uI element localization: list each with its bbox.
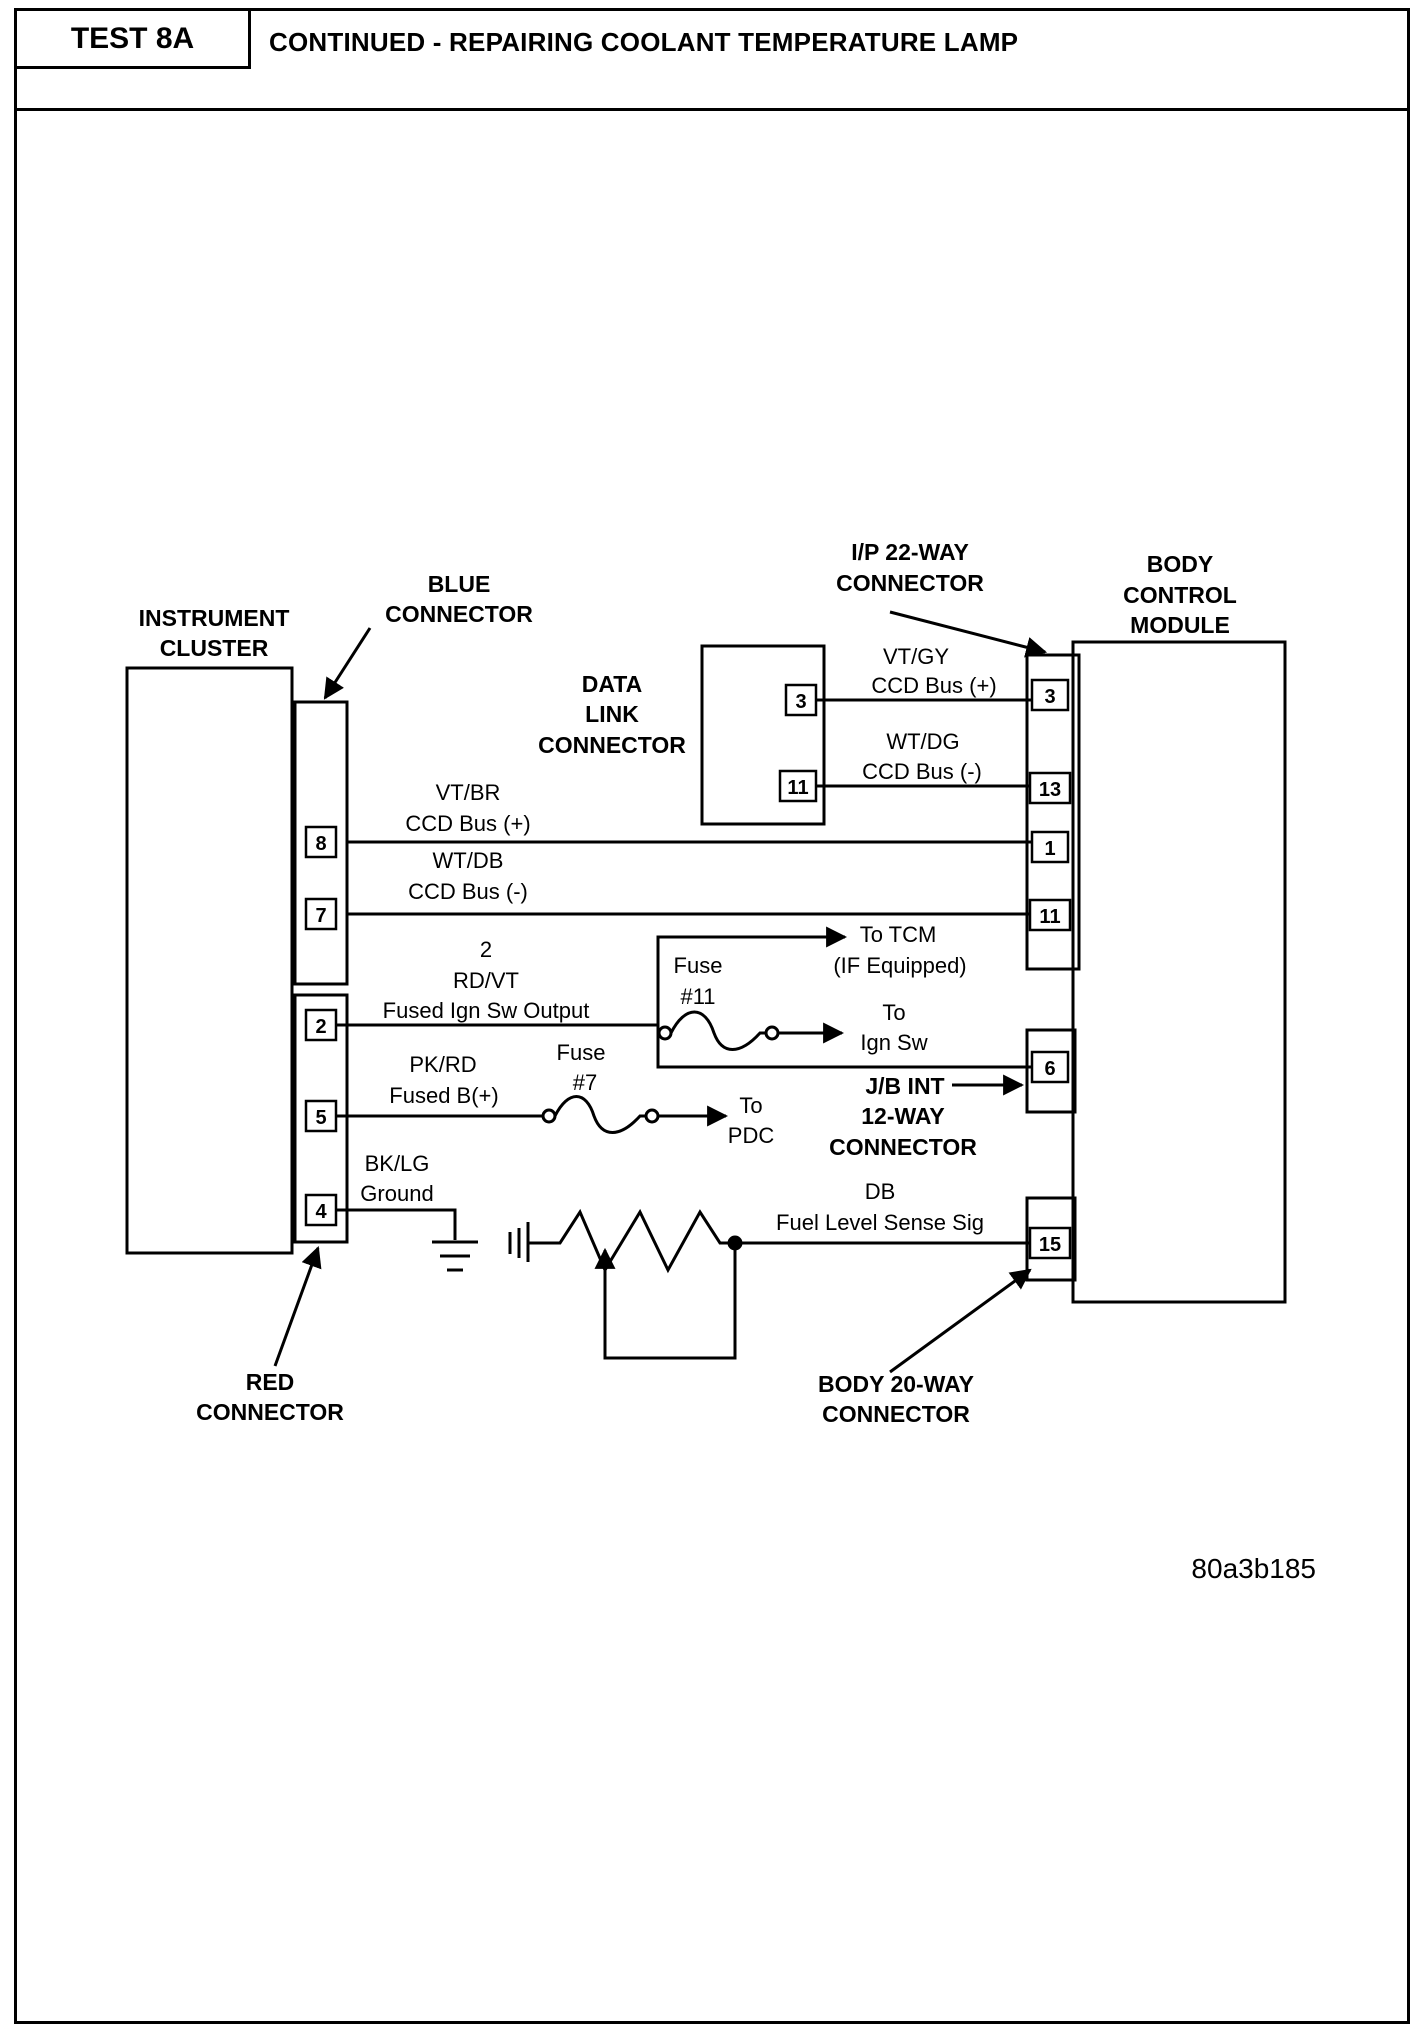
pin-bcm-11: 11 — [1039, 906, 1060, 928]
dlc-label-2: LINK — [585, 701, 639, 727]
red-connector-label-2: CONNECTOR — [196, 1399, 344, 1425]
fuel-sender-resistor — [528, 1208, 733, 1274]
pin-box-cluster-7 — [304, 897, 338, 931]
wire-label-vt-br-signal: CCD Bus (+) — [405, 811, 530, 836]
instrument-cluster-box — [125, 666, 294, 1255]
wire-label-vt-gy-color: VT/GY — [883, 644, 949, 669]
wire-rd-vt-bus — [656, 935, 783, 1031]
fuse7-terminal-left — [541, 1108, 557, 1124]
wire-label-rd-vt-color: RD/VT — [453, 968, 519, 993]
wire-label-db-color: DB — [865, 1179, 896, 1204]
wire-label-pk-rd-signal: Fused B(+) — [389, 1083, 498, 1108]
header-bar: TEST 8A CONTINUED - REPAIRING COOLANT TE… — [17, 11, 1407, 111]
pin-dlc-11: 11 — [787, 777, 808, 799]
data-link-connector-box — [700, 644, 826, 826]
bcm-label-2: CONTROL — [1123, 582, 1237, 608]
wire-label-rd-vt-num: 2 — [480, 937, 492, 962]
pin-box-cluster-8 — [304, 825, 338, 859]
wire-label-rd-vt-signal: Fused Ign Sw Output — [383, 998, 590, 1023]
red-connector-body — [293, 993, 349, 1244]
pin-box-bcm-13 — [1028, 771, 1072, 805]
pin-dlc-3: 3 — [795, 691, 806, 713]
wire-label-vt-br-color: VT/BR — [436, 780, 501, 805]
blue-connector-label-2: CONNECTOR — [385, 601, 533, 627]
ip-22way-connector-body — [1025, 653, 1081, 971]
instrument-cluster-label-2: CLUSTER — [160, 635, 269, 661]
fuse11-label-1: Fuse — [674, 953, 723, 978]
wire-bk-lg — [336, 1208, 457, 1240]
dest-pdc-1: To — [739, 1093, 762, 1118]
pin-box-bcm-3 — [1030, 678, 1070, 712]
dest-ign-1: To — [882, 1000, 905, 1025]
wire-label-bk-lg-color: BK/LG — [365, 1151, 430, 1176]
wire-label-bk-lg-signal: Ground — [360, 1181, 433, 1206]
pin-bcm-13: 13 — [1039, 779, 1061, 801]
fuse7-terminal-right — [644, 1108, 660, 1124]
wire-label-wt-dg-color: WT/DG — [886, 729, 959, 754]
pin-bcm-6: 6 — [1044, 1058, 1055, 1080]
dlc-label-3: CONNECTOR — [538, 732, 686, 758]
wire-label-pk-rd-color: PK/RD — [409, 1052, 476, 1077]
pin-cluster-7: 7 — [315, 905, 326, 927]
body-20way-connector-body — [1025, 1196, 1077, 1282]
page-frame: TEST 8A CONTINUED - REPAIRING COOLANT TE… — [14, 8, 1410, 2024]
bcm-label-1: BODY — [1147, 551, 1213, 577]
pin-bcm-15: 15 — [1039, 1234, 1061, 1256]
dest-tcm-2: (IF Equipped) — [833, 953, 966, 978]
bcm-label-3: MODULE — [1130, 612, 1230, 638]
fuse7-element — [553, 1095, 646, 1134]
fuse7-label-2: #7 — [573, 1070, 597, 1095]
pointer-red-connector — [273, 1246, 322, 1367]
fuse11-element — [669, 1010, 766, 1051]
pointer-blue-connector — [323, 627, 372, 700]
body20-connector-label-1: BODY 20-WAY — [818, 1371, 974, 1397]
pin-cluster-8: 8 — [315, 833, 326, 855]
blue-connector-label-1: BLUE — [428, 571, 491, 597]
fuse11-terminal-right — [764, 1025, 780, 1041]
pin-cluster-4: 4 — [315, 1201, 327, 1223]
pin-bcm-1: 1 — [1044, 838, 1055, 860]
wire-label-vt-gy-signal: CCD Bus (+) — [871, 673, 996, 698]
dest-tcm-1: To TCM — [860, 922, 937, 947]
body-control-module-box — [1071, 640, 1287, 1304]
jb-connector-label-2: 12-WAY — [861, 1103, 945, 1129]
instrument-cluster-label-1: INSTRUMENT — [139, 605, 290, 631]
jb-connector-label-1: J/B INT — [865, 1073, 944, 1099]
dest-ign-2: Ign Sw — [860, 1030, 927, 1055]
dest-pdc-2: PDC — [728, 1123, 775, 1148]
wire-label-wt-db-color: WT/DB — [433, 848, 504, 873]
test-id: TEST 8A — [17, 11, 251, 69]
fuse11-label-2: #11 — [680, 984, 715, 1009]
wire-rd-vt-to-bcm6 — [656, 1031, 1032, 1069]
wire-label-wt-db-signal: CCD Bus (-) — [408, 879, 528, 904]
body20-connector-label-2: CONNECTOR — [822, 1401, 970, 1427]
pin-cluster-5: 5 — [315, 1107, 326, 1129]
fuse7-label-1: Fuse — [557, 1040, 606, 1065]
fuse11-terminal-left — [657, 1025, 673, 1041]
red-connector-label-1: RED — [246, 1369, 295, 1395]
wire-label-db-signal: Fuel Level Sense Sig — [776, 1210, 984, 1235]
page-title: CONTINUED - REPAIRING COOLANT TEMPERATUR… — [269, 27, 1019, 57]
fuel-sender-wiper — [603, 1243, 737, 1360]
jb-12way-connector-body — [1025, 1028, 1077, 1114]
pointer-body20-connector — [889, 1268, 1032, 1374]
pointer-ip22-connector — [889, 610, 1048, 658]
ip22-connector-label-2: CONNECTOR — [836, 570, 984, 596]
dlc-label-1: DATA — [582, 671, 642, 697]
figure-id: 80a3b185 — [1191, 1553, 1316, 1584]
pin-box-bcm-1 — [1030, 830, 1070, 864]
ip22-connector-label-1: I/P 22-WAY — [851, 539, 969, 565]
pin-bcm-3: 3 — [1044, 686, 1055, 708]
wire-label-wt-dg-signal: CCD Bus (-) — [862, 759, 982, 784]
pin-cluster-2: 2 — [315, 1016, 326, 1038]
jb-connector-label-3: CONNECTOR — [829, 1134, 977, 1160]
